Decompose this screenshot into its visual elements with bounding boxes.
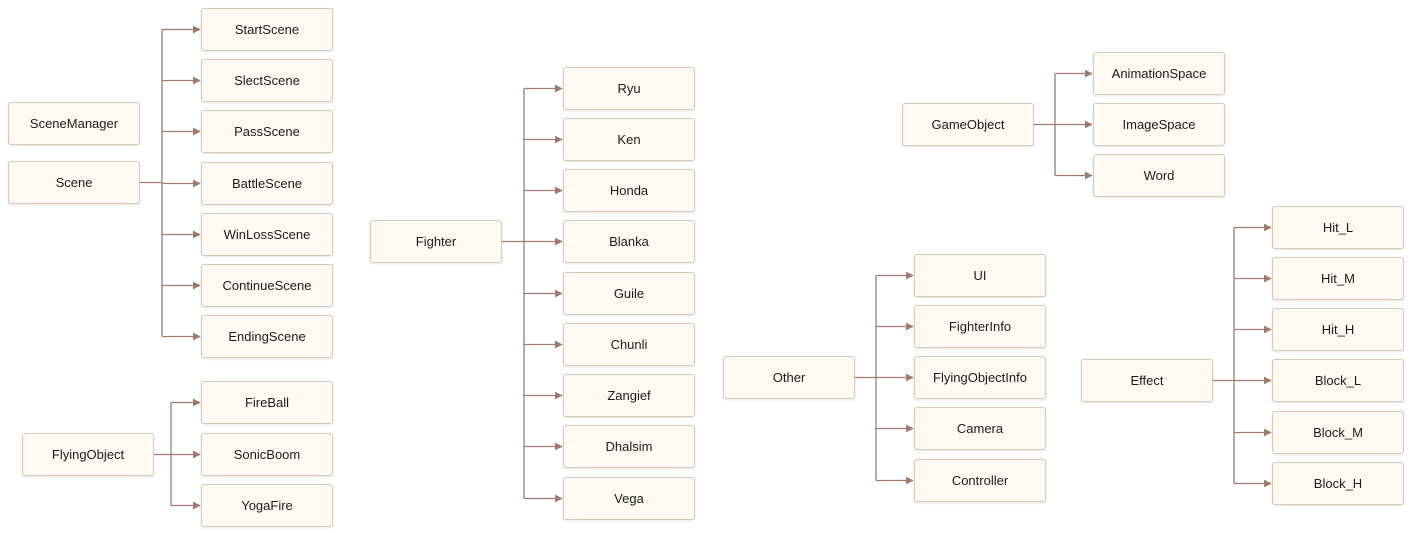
node-honda: Honda bbox=[563, 169, 695, 212]
node-yogafire: YogaFire bbox=[201, 484, 333, 527]
node-fighter: Fighter bbox=[370, 220, 502, 263]
node-start-scene: StartScene bbox=[201, 8, 333, 51]
node-camera: Camera bbox=[914, 407, 1046, 450]
node-controller: Controller bbox=[914, 459, 1046, 502]
node-fireball: FireBall bbox=[201, 381, 333, 424]
node-sonicboom: SonicBoom bbox=[201, 433, 333, 476]
node-battle-scene: BattleScene bbox=[201, 162, 333, 205]
node-ken: Ken bbox=[563, 118, 695, 161]
node-block-l: Block_L bbox=[1272, 359, 1404, 402]
node-blanka: Blanka bbox=[563, 220, 695, 263]
node-image-space: ImageSpace bbox=[1093, 103, 1225, 146]
node-winloss-scene: WinLossScene bbox=[201, 213, 333, 256]
node-guile: Guile bbox=[563, 272, 695, 315]
node-block-h: Block_H bbox=[1272, 462, 1404, 505]
node-scene-manager: SceneManager bbox=[8, 102, 140, 145]
node-chunli: Chunli bbox=[563, 323, 695, 366]
node-slect-scene: SlectScene bbox=[201, 59, 333, 102]
node-vega: Vega bbox=[563, 477, 695, 520]
node-word: Word bbox=[1093, 154, 1225, 197]
node-ryu: Ryu bbox=[563, 67, 695, 110]
node-continue-scene: ContinueScene bbox=[201, 264, 333, 307]
node-game-object: GameObject bbox=[902, 103, 1034, 146]
node-hit-m: Hit_M bbox=[1272, 257, 1404, 300]
node-animation-space: AnimationSpace bbox=[1093, 52, 1225, 95]
node-dhalsim: Dhalsim bbox=[563, 425, 695, 468]
node-flying-object-info: FlyingObjectInfo bbox=[914, 356, 1046, 399]
node-flying-object: FlyingObject bbox=[22, 433, 154, 476]
node-fighter-info: FighterInfo bbox=[914, 305, 1046, 348]
node-hit-l: Hit_L bbox=[1272, 206, 1404, 249]
node-ui: UI bbox=[914, 254, 1046, 297]
node-pass-scene: PassScene bbox=[201, 110, 333, 153]
node-effect: Effect bbox=[1081, 359, 1213, 402]
node-zangief: Zangief bbox=[563, 374, 695, 417]
node-ending-scene: EndingScene bbox=[201, 315, 333, 358]
node-scene: Scene bbox=[8, 161, 140, 204]
node-block-m: Block_M bbox=[1272, 411, 1404, 454]
node-other: Other bbox=[723, 356, 855, 399]
node-hit-h: Hit_H bbox=[1272, 308, 1404, 351]
